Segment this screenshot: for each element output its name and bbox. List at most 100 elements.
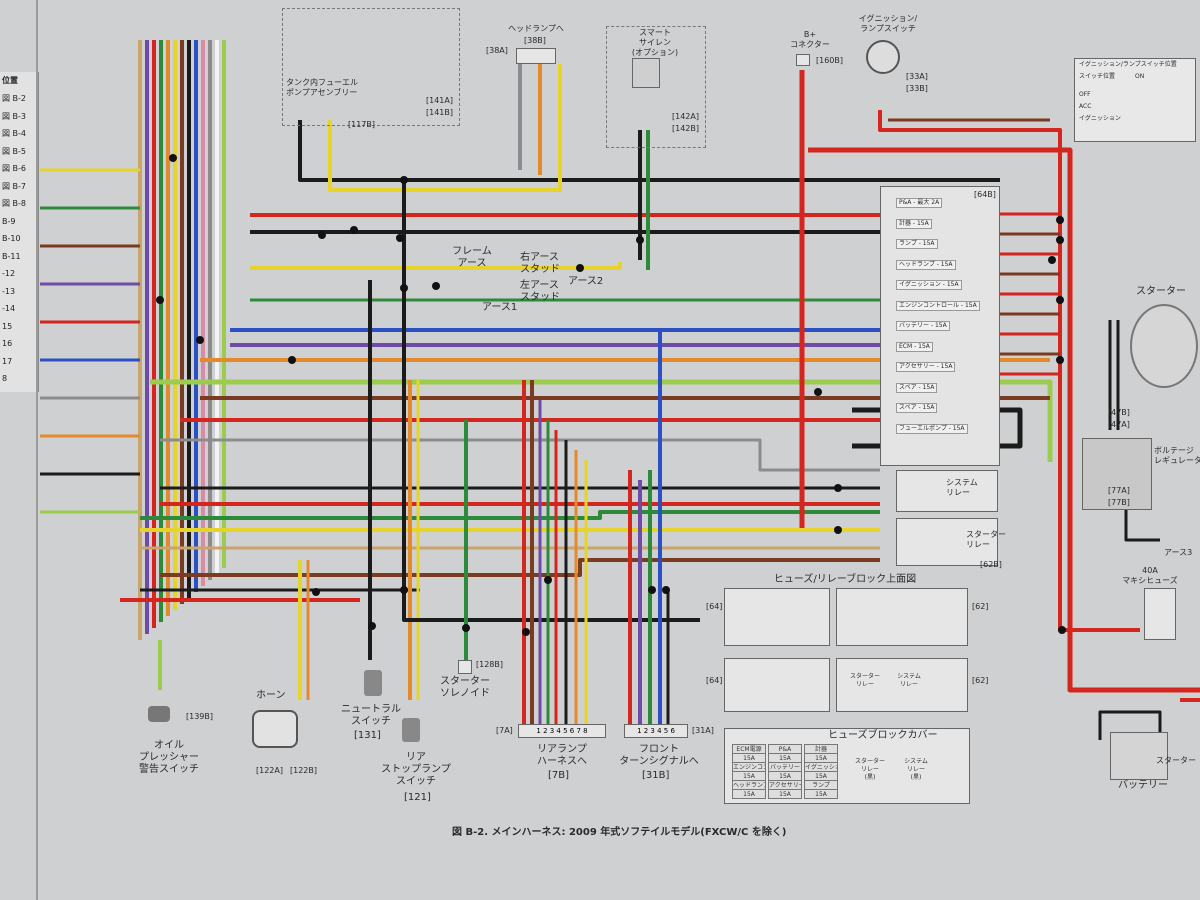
starter-relay-ref: [62B]: [980, 560, 1002, 569]
fuse-item: スペア - 15A: [896, 382, 938, 393]
regulator-label: ボルテージ レギュレーター: [1154, 446, 1200, 465]
table-row: OFF: [1079, 91, 1091, 98]
b-plus-ref: [160B]: [816, 56, 843, 65]
side-index-row: -14: [2, 304, 16, 313]
splice-node: [196, 336, 204, 344]
ignition-ref-a: [33A]: [906, 72, 928, 81]
wire-black: [1124, 510, 1160, 542]
side-index-row: 図 B-6: [2, 164, 27, 173]
siren-ref-a: [142A]: [672, 112, 699, 121]
wire-gray: [160, 438, 880, 472]
table-title: イグニッション/ランプスイッチ位置: [1079, 61, 1177, 68]
fuse-top-ref-62: [62]: [972, 602, 989, 611]
wire-red: [808, 147, 1200, 693]
wire-black: [1098, 710, 1162, 740]
splice-node: [576, 264, 584, 272]
splice-node: [522, 628, 530, 636]
splice-node: [1058, 626, 1066, 634]
fuse-cover-cell: 15A: [732, 789, 766, 799]
page-fold: [36, 0, 38, 900]
ignition-ref-b: [33B]: [906, 84, 928, 93]
oil-switch-icon: [148, 706, 170, 722]
ground2-label: アース2: [568, 276, 604, 287]
ignition-position-table: イグニッション/ランプスイッチ位置 スイッチ位置 ON OFF ACC イグニッ…: [1074, 58, 1196, 142]
table-col1: スイッチ位置: [1079, 73, 1116, 80]
b-plus-connector: [796, 54, 810, 66]
splice-node: [400, 284, 408, 292]
side-index-row: 図 B-2: [2, 94, 27, 103]
side-index-row: 図 B-3: [2, 111, 27, 121]
side-index-row: 16: [2, 339, 13, 348]
splice-node: [396, 234, 404, 242]
fuse-relay-top-label: ヒューズ/リレーブロック上面図: [773, 574, 917, 585]
frame-ground-label: フレーム アース: [452, 246, 492, 269]
fuse-side-ref-64: [64]: [706, 676, 723, 685]
stop-switch-label: リア ストップランプ スイッチ: [381, 752, 451, 787]
splice-node: [648, 586, 656, 594]
relay-a-label: スターター リレー: [849, 673, 880, 688]
splice-node: [400, 586, 408, 594]
neutral-switch-icon: [364, 670, 382, 696]
system-relay-box: [896, 470, 998, 512]
table-row: イグニッション: [1079, 115, 1121, 122]
wire-red: [878, 110, 1140, 632]
starter2-label: スターター: [1156, 756, 1196, 765]
regulator-ref-d: [77B]: [1108, 498, 1130, 507]
rear-lamp-connector: 1 2 3 4 5 6 7 8: [518, 724, 606, 738]
fuel-pump-ref-a: [141A]: [426, 96, 453, 105]
maxi-fuse-icon: [1144, 588, 1176, 640]
horn-icon: [252, 710, 298, 748]
figure-caption: 図 B-2. メインハーネス: 2009 年式ソフテイルモデル(FXCW/C を…: [452, 827, 787, 838]
side-index-header: 位置: [2, 76, 18, 85]
battery-label: バッテリー: [1118, 780, 1168, 791]
front-turn-label: フロント ターンシグナルへ: [619, 744, 699, 767]
horn-ref-a: [122A]: [256, 766, 283, 775]
ground1-label: アース1: [482, 302, 518, 313]
starter-solenoid-label: スターター ソレノイド: [440, 676, 490, 699]
headlamp-ref-b: [38B]: [524, 36, 546, 45]
side-index-row: -12: [2, 269, 16, 278]
fuse-side-view-right: スターター リレー システム リレー: [836, 658, 968, 712]
splice-node: [834, 484, 842, 492]
neutral-switch-label: ニュートラル スイッチ: [341, 704, 401, 727]
regulator-ref-c: [77A]: [1108, 486, 1130, 495]
maxi-fuse-label: 40A マキシヒューズ: [1122, 566, 1178, 585]
rear-lamp-ref-b: [7B]: [548, 770, 570, 781]
side-index-row: 図 B-7: [2, 181, 27, 191]
splice-node: [400, 176, 408, 184]
fuse-item: ECM - 15A: [896, 341, 933, 352]
front-turn-ref-b: [31B]: [642, 770, 670, 781]
siren-speaker-icon: [632, 58, 660, 88]
front-turn-connector: 1 2 3 4 5 6: [624, 724, 688, 738]
table-row: ACC: [1079, 103, 1092, 110]
fuse-cover-cell: 15A: [804, 789, 838, 799]
splice-node: [1048, 256, 1056, 264]
headlamp-label: ヘッドランプへ: [508, 24, 564, 33]
siren-ref-b: [142B]: [672, 124, 699, 133]
ignition-label: イグニッション/ ランプスイッチ: [858, 14, 918, 33]
side-index-row: B-9: [2, 216, 16, 226]
fuse-top-view-right: [836, 588, 968, 646]
side-index-row: 図 B-8: [2, 199, 27, 208]
fuel-pump-label: タンク内フューエル ポンプアセンブリー: [286, 78, 358, 97]
siren-box: [606, 26, 706, 148]
ground3-label: アース3: [1164, 548, 1193, 557]
splice-node: [544, 576, 552, 584]
wire-black: [298, 120, 1000, 182]
starter-label: スターター: [1136, 286, 1186, 297]
splice-node: [368, 622, 376, 630]
ignition-switch-icon: [866, 40, 900, 74]
wire-brown: [160, 558, 880, 577]
fuse-item: ヘッドランプ - 15A: [896, 259, 956, 270]
wire-light_green: [150, 379, 1053, 462]
side-index-row: B-10: [2, 234, 21, 243]
splice-node: [834, 526, 842, 534]
regulator-ref-b: [47A]: [1108, 420, 1130, 429]
side-index-row: 15: [2, 321, 13, 331]
right-ground-label: 右アース スタッド: [520, 252, 560, 275]
fuse-item: イグニッション - 15A: [896, 280, 962, 290]
left-ground-label: 左アース スタッド: [520, 280, 560, 303]
